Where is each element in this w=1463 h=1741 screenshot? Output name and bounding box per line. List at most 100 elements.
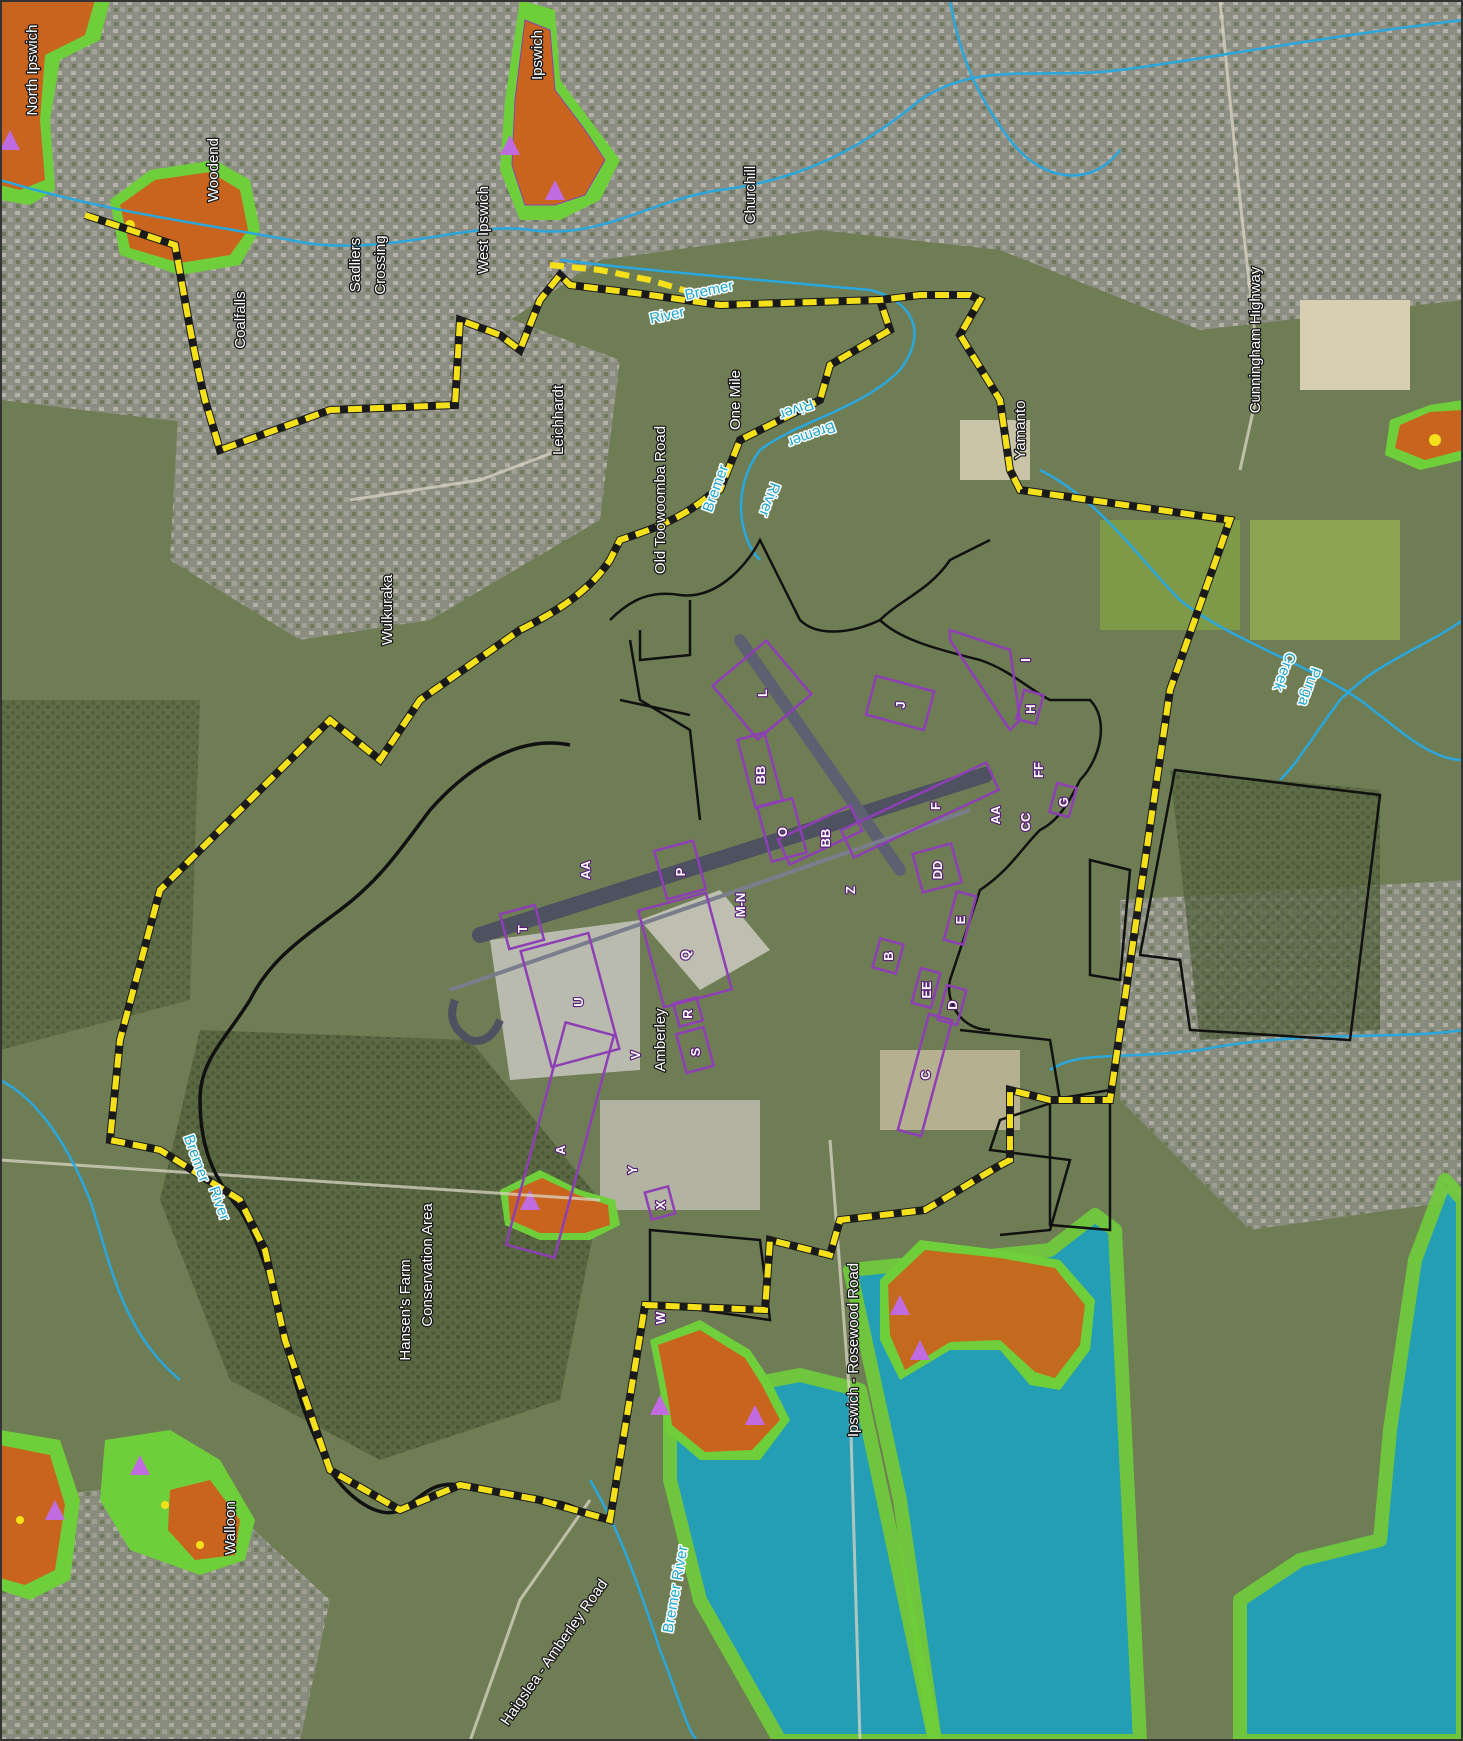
zone-G (1047, 781, 1079, 819)
zone-label-AA-2: AA (988, 805, 1003, 824)
creek-north (948, 0, 1121, 177)
zone-H (1014, 688, 1046, 726)
zone-label-H: H (1023, 704, 1038, 713)
bremer-river-north (0, 18, 1463, 247)
zone-label-D: D (945, 1000, 960, 1009)
urban-area-north (0, 0, 1463, 430)
purple-triangle-markers (0, 130, 930, 1520)
creek-east (1039, 468, 1463, 762)
zone-label-G: G (1056, 797, 1071, 807)
label-amberley: Amberley (652, 1008, 669, 1072)
zone-B (870, 936, 906, 976)
zone-label-BB-2: BB (818, 829, 833, 848)
zone-label-V: V (628, 1050, 643, 1059)
zone-label-J: J (893, 701, 908, 708)
zone-T (498, 903, 546, 951)
orange-area-east (1385, 400, 1463, 470)
zone-label-Y: Y (625, 1165, 640, 1174)
label-conservation-area: Conservation Area (419, 1203, 436, 1327)
orange-area-north-ipswich (0, 0, 110, 205)
blue-area-far-east (1233, 1173, 1463, 1741)
label-west-ipswich: West Ipswich (475, 186, 492, 274)
taxiway-loop (448, 998, 504, 1045)
urban-area-leichhardt (170, 300, 620, 640)
zone-label-S: S (688, 1047, 703, 1056)
zone-label-AA-1: AA (578, 860, 593, 879)
zone-EE (910, 966, 942, 1010)
label-cunningham-highway: Cunningham Highway (1247, 266, 1264, 413)
farmland-patch (960, 420, 1030, 480)
zone-J (864, 674, 936, 732)
zone-S (674, 1025, 716, 1075)
taxiway (449, 808, 971, 992)
zone-label-C: C (918, 1070, 933, 1080)
zone-BB-2 (776, 803, 864, 867)
orange-area-amberley (500, 1170, 620, 1240)
zone-D (936, 983, 968, 1027)
label-old-toowoomba-road: Old Toowoomba Road (652, 426, 669, 574)
label-crossing: Crossing (372, 235, 389, 294)
zone-label-A: A (553, 1145, 568, 1155)
zone-label-Z: Z (843, 886, 858, 894)
airbase-apron (490, 920, 640, 1080)
label-ipswich-rosewood-road: Ipswich - Rosewood Road (845, 1263, 862, 1437)
label-woodend: Woodend (205, 138, 222, 202)
zone-outlines (498, 628, 1079, 1260)
label-yamanto: Yamanto (1012, 401, 1029, 460)
base-boundary (609, 537, 1382, 1322)
zone-label-F: F (928, 802, 943, 810)
label-coalfalls: Coalfalls (232, 291, 249, 349)
zone-R (671, 995, 705, 1029)
zone-E (942, 889, 978, 947)
label-leichhardt: Leichhardt (550, 384, 567, 455)
zone-X (643, 1184, 677, 1222)
farmland-patch (880, 1050, 1020, 1130)
label-churchill: Churchill (742, 166, 759, 224)
zone-label-CC: CC (1018, 812, 1033, 831)
zone-label-X: X (653, 1200, 668, 1209)
bushland-hansens-farm (160, 1030, 600, 1460)
zone-label-E: E (953, 915, 968, 924)
bushland-west (0, 700, 200, 1050)
study-boundary (83, 211, 1236, 1526)
zone-U (519, 931, 621, 1069)
zone-A (504, 1020, 616, 1260)
zone-label-DD: DD (930, 861, 945, 880)
zone-label-FF: FF (1031, 762, 1046, 778)
zone-I (948, 628, 1022, 732)
zone-label-O: O (775, 827, 790, 837)
label-hansens-farm: Hansen's Farm (397, 1259, 414, 1360)
purga-creek (1279, 618, 1463, 781)
orange-area-rosewood (880, 1240, 1095, 1390)
zone-label-EE: EE (919, 981, 934, 999)
zone-label-Q: Q (678, 950, 693, 960)
label-walloon: Walloon (222, 1501, 239, 1555)
farmland-patch (1250, 520, 1400, 640)
runway-cross (734, 634, 906, 876)
zone-label-M-N: M-N (733, 893, 748, 918)
zone-label-L: L (755, 689, 770, 697)
creek-southeast (1049, 1028, 1463, 1072)
zone-BB-1 (735, 731, 785, 809)
airbase-buildings (600, 1100, 760, 1210)
zone-label-T: T (515, 925, 530, 933)
label-one-mile: One Mile (727, 370, 744, 430)
label-ipswich: Ipswich (529, 30, 546, 80)
label-sadliers: Sadliers (347, 238, 364, 292)
zone-label-U: U (571, 997, 586, 1006)
zone-label-P: P (673, 867, 688, 876)
zone-P (652, 839, 708, 901)
zone-label-I: I (1018, 658, 1033, 662)
zone-C (896, 1012, 954, 1138)
creek-west (0, 1078, 181, 1381)
zone-F (839, 760, 1001, 860)
bremer-river-bend (559, 258, 916, 561)
label-north-ipswich: North Ipswich (24, 25, 41, 116)
zone-DD (910, 841, 964, 895)
zone-label-R: R (680, 1009, 695, 1019)
zone-label-B: B (881, 951, 896, 960)
